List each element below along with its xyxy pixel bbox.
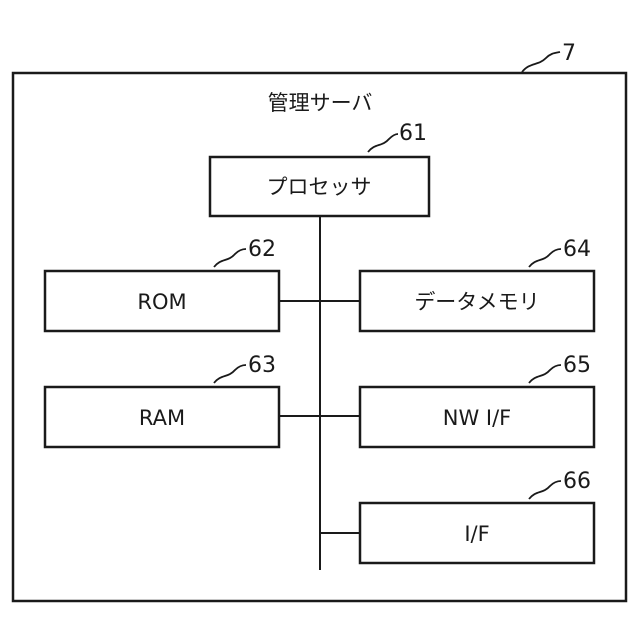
rom-ref-number: 62 [248, 237, 276, 262]
nw-if-label: NW I/F [443, 406, 512, 430]
data-memory-label: データメモリ [414, 290, 539, 314]
server-title: 管理サーバ [268, 91, 373, 115]
server-ref-leader [522, 52, 560, 72]
data-memory-ref-number: 64 [563, 237, 591, 262]
if-label: I/F [464, 522, 489, 546]
if-ref-number: 66 [563, 469, 591, 494]
rom-label: ROM [137, 290, 186, 314]
ram-label: RAM [139, 406, 185, 430]
processor-ref-number: 61 [399, 121, 427, 146]
server-ref-number: 7 [562, 41, 576, 66]
processor-label: プロセッサ [267, 175, 372, 199]
ram-ref-number: 63 [248, 353, 276, 378]
nw-if-ref-number: 65 [563, 353, 591, 378]
